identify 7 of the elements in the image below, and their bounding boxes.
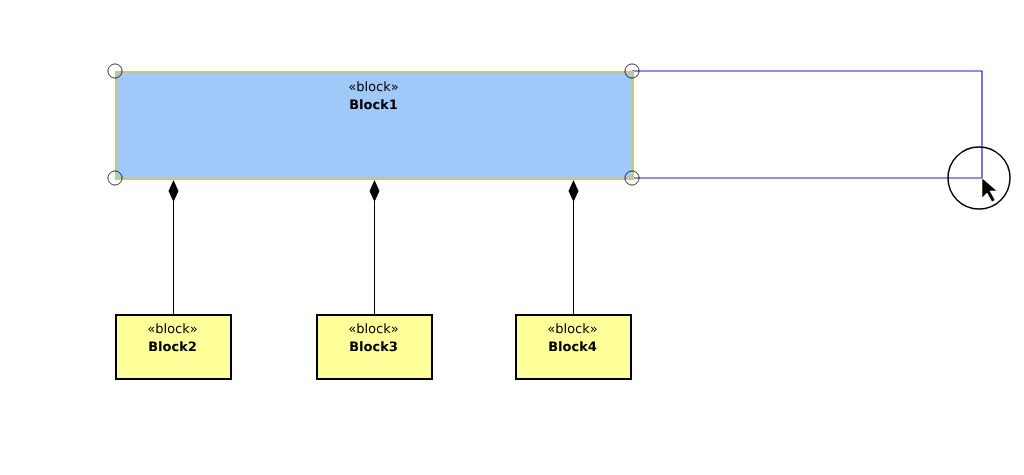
block-box: «block» Block3 bbox=[316, 314, 433, 380]
composition-line bbox=[168, 180, 179, 315]
composition-line bbox=[568, 180, 579, 315]
block-box: «block» Block4 bbox=[515, 314, 632, 380]
system-block: «block» Block1 bbox=[115, 71, 634, 180]
block-box: «block» Block2 bbox=[115, 314, 232, 380]
composition-line bbox=[369, 180, 380, 315]
